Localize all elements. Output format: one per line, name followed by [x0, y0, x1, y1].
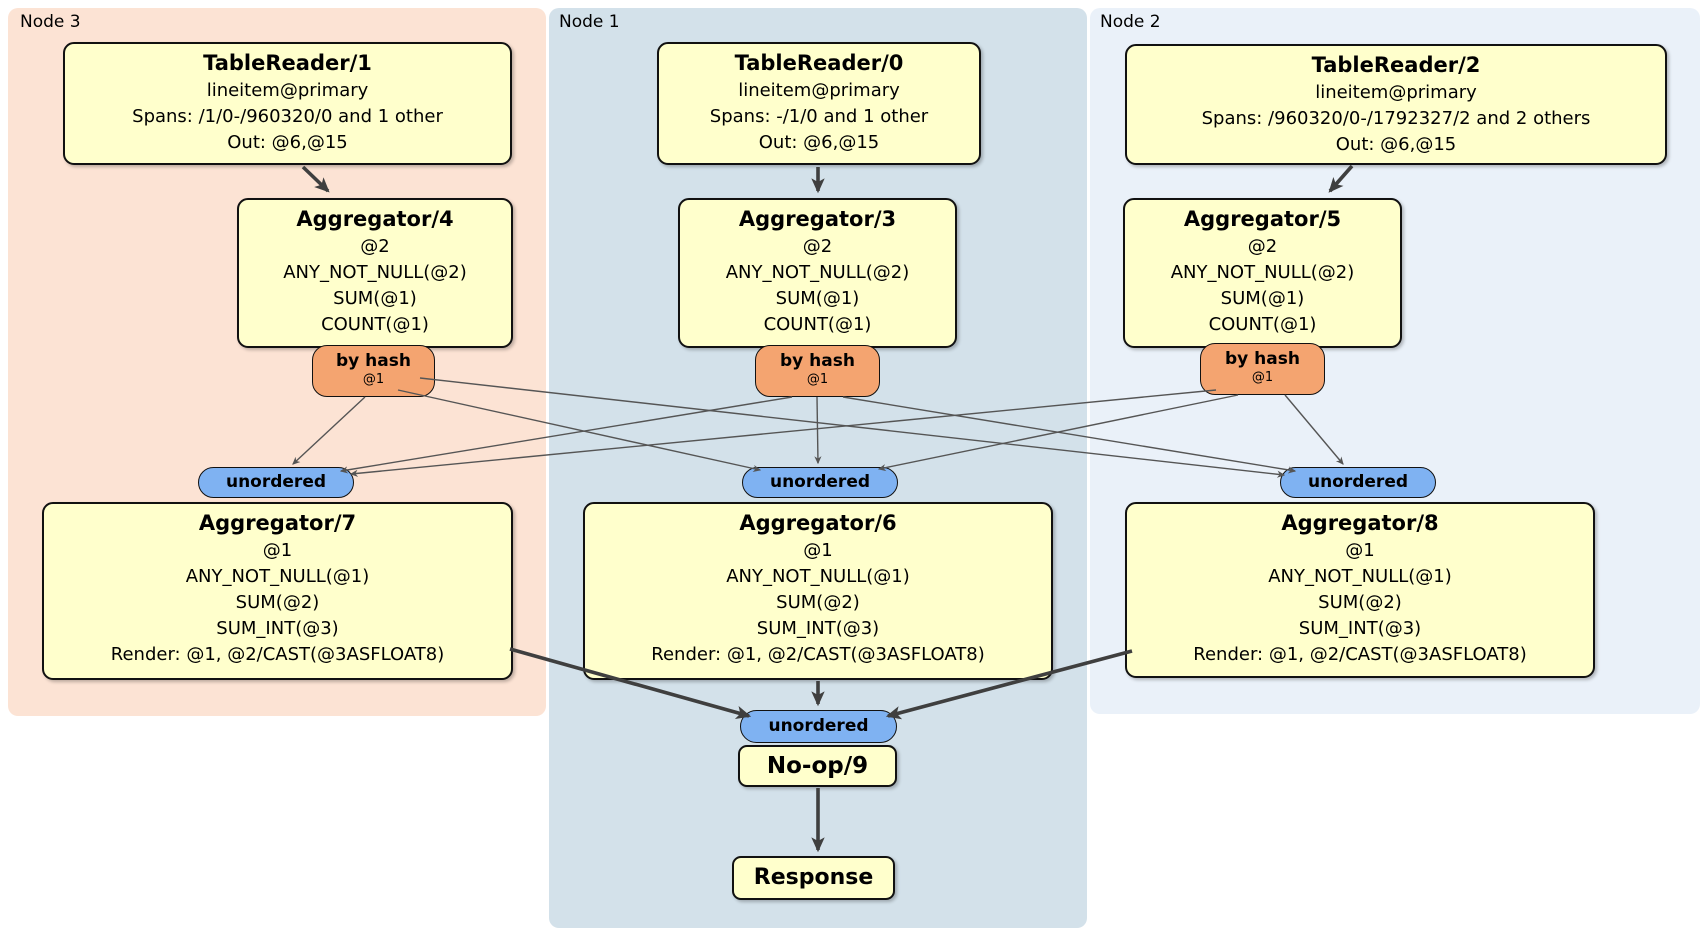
- unordered-sync-node3: unordered: [198, 467, 354, 498]
- processor-line: @1: [803, 540, 833, 561]
- processor-line: Spans: -/1/0 and 1 other: [709, 106, 929, 127]
- processor-line: SUM(@1): [333, 288, 417, 309]
- router-label: by hash: [1225, 349, 1300, 369]
- processor-title: TableReader/2: [1311, 53, 1481, 77]
- processor-line: Spans: /1/0-/960320/0 and 1 other: [132, 106, 443, 127]
- processor-line: ANY_NOT_NULL(@1): [726, 566, 910, 587]
- processor-line: COUNT(@1): [763, 314, 872, 335]
- hash-router-node2: by hash @1: [1200, 343, 1325, 395]
- hash-router-node3: by hash @1: [312, 345, 435, 397]
- processor-line: SUM_INT(@3): [216, 618, 339, 639]
- processor-line: Out: @6,@15: [1335, 134, 1457, 155]
- processor-line: COUNT(@1): [1208, 314, 1317, 335]
- processor-line: SUM_INT(@3): [756, 618, 880, 639]
- router-key: @1: [1251, 370, 1274, 385]
- processor-line: ANY_NOT_NULL(@2): [1170, 262, 1355, 283]
- router-label: by hash: [780, 351, 855, 371]
- processor-line: SUM(@2): [235, 592, 320, 613]
- aggregator-4-box: Aggregator/4 @2 ANY_NOT_NULL(@2) SUM(@1)…: [237, 198, 513, 348]
- response-box: Response: [732, 856, 895, 900]
- processor-line: Spans: /960320/0-/1792327/2 and 2 others: [1201, 108, 1591, 129]
- region-label-node2: Node 2: [1100, 12, 1161, 32]
- unordered-sync-final: unordered: [740, 710, 897, 743]
- processor-line: ANY_NOT_NULL(@1): [1268, 566, 1452, 587]
- router-key: @1: [806, 372, 829, 387]
- hash-router-node1: by hash @1: [755, 345, 880, 397]
- processor-line: SUM_INT(@3): [1298, 618, 1422, 639]
- unordered-sync-node2: unordered: [1280, 467, 1436, 498]
- processor-title: Aggregator/6: [739, 511, 897, 535]
- processor-title: Aggregator/8: [1281, 511, 1439, 535]
- processor-line: SUM(@2): [1318, 592, 1402, 613]
- processor-line: ANY_NOT_NULL(@1): [185, 566, 370, 587]
- processor-title: Aggregator/3: [738, 207, 897, 231]
- processor-line: SUM(@1): [1220, 288, 1305, 309]
- processor-line: Render: @1, @2/CAST(@3ASFLOAT8): [110, 644, 445, 665]
- processor-line: @1: [1345, 540, 1375, 561]
- processor-line: @2: [802, 236, 833, 257]
- region-label-node1: Node 1: [559, 12, 620, 32]
- processor-title: TableReader/1: [203, 51, 372, 75]
- processor-line: lineitem@primary: [1315, 82, 1477, 103]
- table-reader-1-box: TableReader/1 lineitem@primary Spans: /1…: [63, 42, 512, 165]
- table-reader-2-box: TableReader/2 lineitem@primary Spans: /9…: [1125, 44, 1667, 165]
- processor-line: SUM(@1): [775, 288, 860, 309]
- aggregator-5-box: Aggregator/5 @2 ANY_NOT_NULL(@2) SUM(@1)…: [1123, 198, 1402, 348]
- processor-line: ANY_NOT_NULL(@2): [725, 262, 910, 283]
- aggregator-8-box: Aggregator/8 @1 ANY_NOT_NULL(@1) SUM(@2)…: [1125, 502, 1595, 678]
- unordered-sync-node1: unordered: [742, 467, 898, 498]
- processor-line: SUM(@2): [776, 592, 860, 613]
- processor-line: lineitem@primary: [206, 80, 369, 101]
- router-key: @1: [362, 372, 385, 387]
- processor-line: Render: @1, @2/CAST(@3ASFLOAT8): [651, 644, 985, 665]
- processor-title: Aggregator/7: [198, 511, 357, 535]
- aggregator-3-box: Aggregator/3 @2 ANY_NOT_NULL(@2) SUM(@1)…: [678, 198, 957, 348]
- region-label-node3: Node 3: [20, 12, 81, 32]
- processor-line: @2: [1247, 236, 1278, 257]
- processor-line: Render: @1, @2/CAST(@3ASFLOAT8): [1193, 644, 1527, 665]
- processor-line: Out: @6,@15: [227, 132, 348, 153]
- aggregator-7-box: Aggregator/7 @1 ANY_NOT_NULL(@1) SUM(@2)…: [42, 502, 513, 680]
- processor-title: Aggregator/4: [296, 207, 454, 231]
- processor-line: Out: @6,@15: [758, 132, 880, 153]
- router-label: by hash: [336, 351, 411, 371]
- processor-line: COUNT(@1): [321, 314, 429, 335]
- processor-title: TableReader/0: [734, 51, 904, 75]
- aggregator-6-box: Aggregator/6 @1 ANY_NOT_NULL(@1) SUM(@2)…: [583, 502, 1053, 680]
- table-reader-0-box: TableReader/0 lineitem@primary Spans: -/…: [657, 42, 981, 165]
- noop-9-box: No-op/9: [738, 745, 897, 787]
- processor-line: @2: [360, 236, 390, 257]
- processor-line: lineitem@primary: [738, 80, 900, 101]
- processor-title: Aggregator/5: [1183, 207, 1342, 231]
- processor-line: @1: [262, 540, 293, 561]
- processor-line: ANY_NOT_NULL(@2): [283, 262, 467, 283]
